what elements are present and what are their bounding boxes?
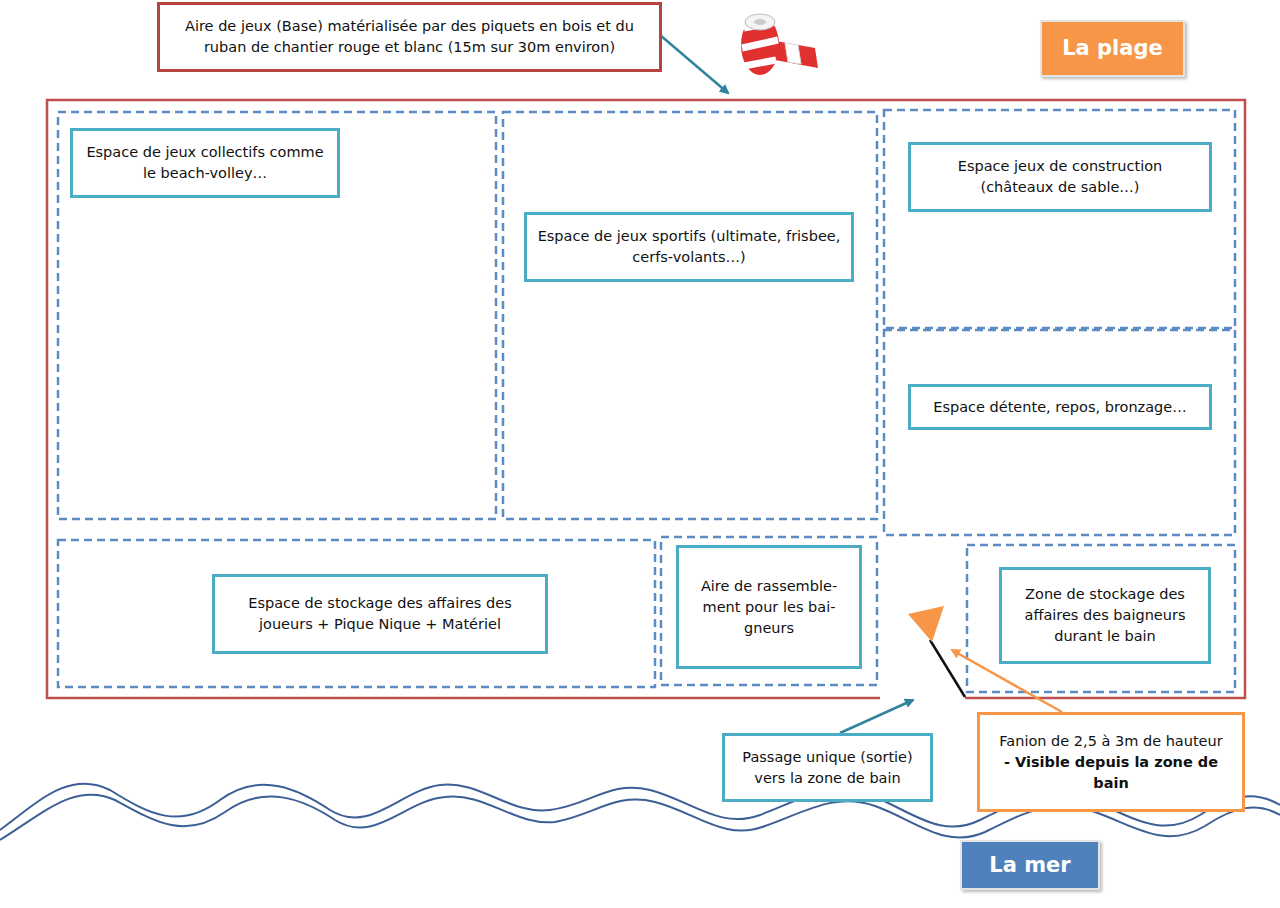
node-text: La mer [989,855,1070,876]
play-area-boundary [47,100,1245,698]
node-text: La plage [1062,38,1163,59]
zone-label: Zone de stockage des affaires des baigne… [999,567,1211,664]
place-tag: La plage [1040,20,1185,77]
leader-arrow [840,700,913,733]
zone-label: Espace jeux de construction (châteaux de… [908,142,1212,212]
tape-top [745,14,775,30]
zone-outline [58,540,655,687]
zone-outline [884,330,1235,535]
node-text: Espace de jeux sportifs (ultimate, frisb… [537,226,841,268]
tape-hole [754,19,766,25]
node-text: Espace détente, repos, bronzage… [933,397,1187,418]
zone-outline [503,112,877,519]
zone-label: Espace de stockage des affaires des joue… [212,574,548,654]
node-text: Passage unique (sortie) vers la zone de … [735,747,920,789]
zone-label: Espace détente, repos, bronzage… [908,384,1212,430]
flag-pole [930,640,965,697]
tape-strip [785,43,801,64]
node-text: - Visible depuis la zone de bain [990,752,1232,794]
zones [58,110,1235,692]
node-text: Aire de rassemble- ment pour les bai- gn… [689,576,849,639]
node-text: Zone de stockage des affaires des baigne… [1012,584,1198,647]
zone-label: Espace de jeux collectifs comme le beach… [70,128,340,198]
node-text: Espace de stockage des affaires des joue… [225,593,535,635]
flag [908,606,944,642]
tape-roll [741,14,818,75]
callout-box: Fanion de 2,5 à 3m de hauteur- Visible d… [977,712,1245,812]
zone-outline [661,537,877,685]
node-text: Espace jeux de construction (châteaux de… [921,156,1199,198]
node-text: Fanion de 2,5 à 3m de hauteur [999,731,1222,752]
node-text: Aire de jeux (Base) matérialisée par des… [170,16,649,58]
zone-label: Espace de jeux sportifs (ultimate, frisb… [524,212,854,282]
zone-outline [58,112,496,519]
leader-arrow [660,35,728,93]
callout-box: Aire de jeux (Base) matérialisée par des… [157,2,662,72]
node-text: Espace de jeux collectifs comme le beach… [83,142,327,184]
zone-label: Aire de rassemble- ment pour les bai- gn… [676,545,862,669]
zone-outline [884,110,1235,328]
callout-box: Passage unique (sortie) vers la zone de … [722,733,933,802]
place-tag: La mer [960,840,1100,890]
zone-outline [967,545,1235,692]
tape-body [741,15,779,75]
